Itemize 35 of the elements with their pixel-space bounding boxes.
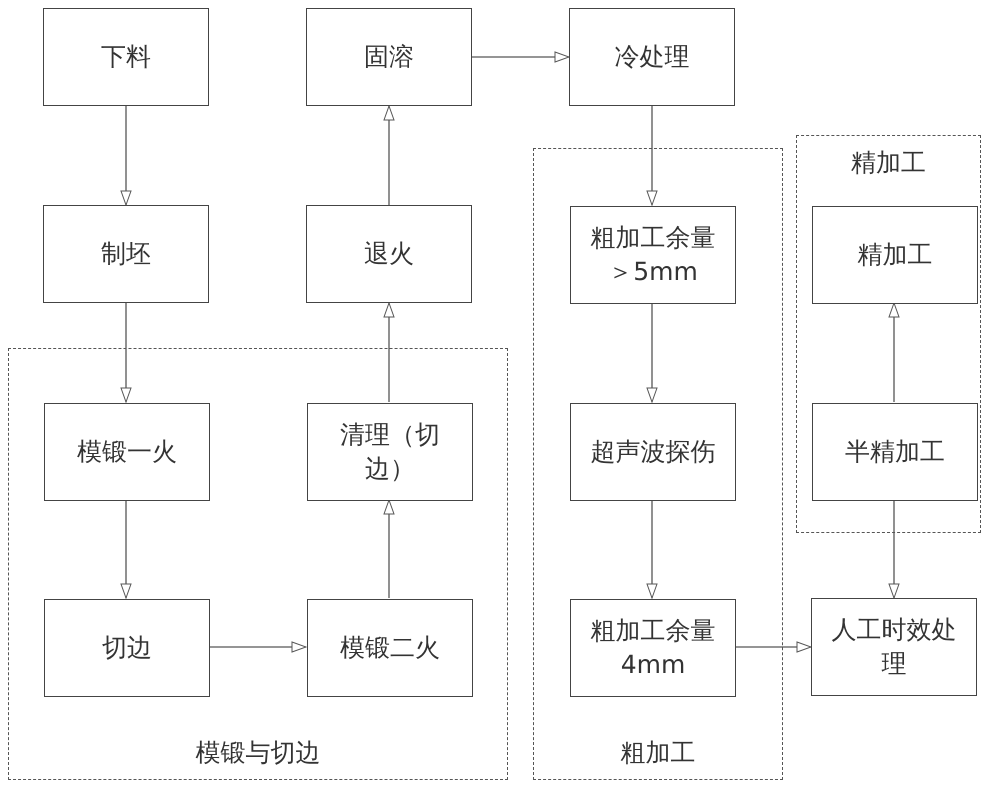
process-box: 超声波探伤 [570,403,736,501]
process-box: 模锻一火 [44,403,210,501]
arrow [888,302,900,402]
process-box: 固溶 [306,8,472,106]
process-box: 精加工 [812,206,978,304]
dashed-group-frame [796,135,981,533]
arrow [472,52,570,62]
group-heading: 精加工 [850,150,927,175]
process-box: 退火 [306,205,472,303]
process-box: 模锻二火 [307,599,473,697]
arrow [209,642,306,652]
arrow [646,500,658,598]
group-heading: 模锻与切边 [194,740,322,765]
process-box: 粗加工余量＞5mm [570,206,736,304]
process-box: 半精加工 [812,403,978,501]
arrow [384,302,394,402]
arrow [735,642,812,652]
process-box: 人工时效处理 [811,598,977,696]
process-box: 粗加工余量4mm [570,599,736,697]
arrow [646,303,658,402]
process-box: 清理（切边） [307,403,473,501]
process-box: 冷处理 [569,8,735,106]
arrow [384,106,394,205]
dashed-group-frame [533,148,783,780]
dashed-group-frame [8,348,508,780]
arrow [120,500,132,598]
process-box: 制坯 [43,205,209,303]
arrow [120,303,132,402]
arrow [888,500,900,598]
process-box: 切边 [44,599,210,697]
group-heading: 粗加工 [620,740,696,765]
arrow [384,500,394,598]
arrow [120,106,132,206]
process-box: 下料 [43,8,209,106]
arrow [646,106,658,206]
